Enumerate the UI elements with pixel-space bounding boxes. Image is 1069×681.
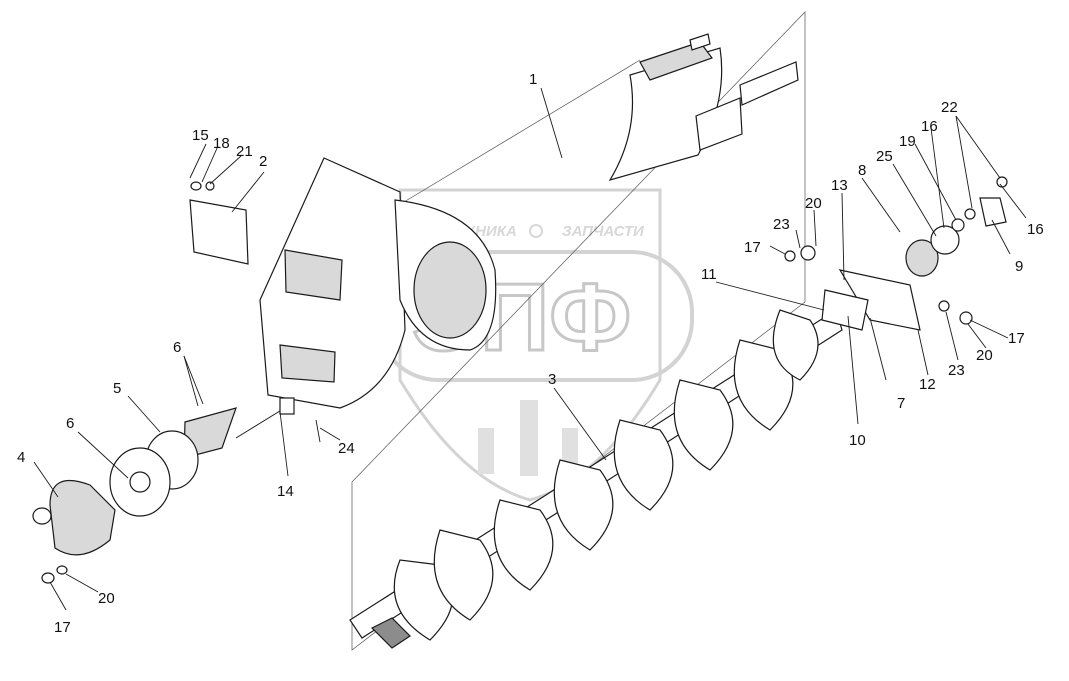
small-parts [235,397,321,443]
callout-11: 11 [701,266,717,283]
callout-17a: 17 [744,239,761,256]
callout-4: 4 [17,449,25,466]
callout-19: 19 [899,133,916,150]
callout-25: 25 [876,148,893,165]
callout-15: 15 [192,127,209,144]
auger-tube [351,11,806,651]
callout-labels: 1 2 3 4 5 6 6 7 8 9 10 11 12 13 14 15 16… [17,71,1044,636]
gear-icon [529,224,543,238]
callout-21: 21 [236,143,253,160]
callout-20a: 20 [805,195,822,212]
discharge-hood [189,157,497,409]
callout-6a: 6 [66,415,74,432]
callout-16b: 16 [1027,221,1044,238]
callout-9: 9 [1015,258,1023,275]
callout-17c: 17 [54,619,71,636]
callout-2: 2 [259,153,267,170]
watermark-shield [398,188,662,502]
callout-5: 5 [113,380,121,397]
callout-16a: 16 [921,118,938,135]
callout-12: 12 [919,376,936,393]
callout-14: 14 [277,483,294,500]
drive-assembly [32,407,237,584]
callout-20c: 20 [98,590,115,607]
bearing-assembly [190,176,1008,331]
watermark-text-right: ЗАПЧАСТИ [562,223,645,240]
callout-6b: 6 [173,339,181,356]
callout-17b: 17 [1008,330,1025,347]
callout-23b: 23 [948,362,965,379]
callout-7: 7 [897,395,905,412]
cover-plate [189,199,249,265]
auger-shaft [349,309,843,649]
callout-23a: 23 [773,216,790,233]
callout-13: 13 [831,177,848,194]
callout-3: 3 [548,371,556,388]
callout-1: 1 [529,71,537,88]
callout-10: 10 [849,432,866,449]
callout-22: 22 [941,99,958,116]
callout-18: 18 [213,135,230,152]
callout-8: 8 [858,162,866,179]
callout-20b: 20 [976,347,993,364]
callout-24: 24 [338,440,355,457]
leader-lines [33,87,1027,611]
